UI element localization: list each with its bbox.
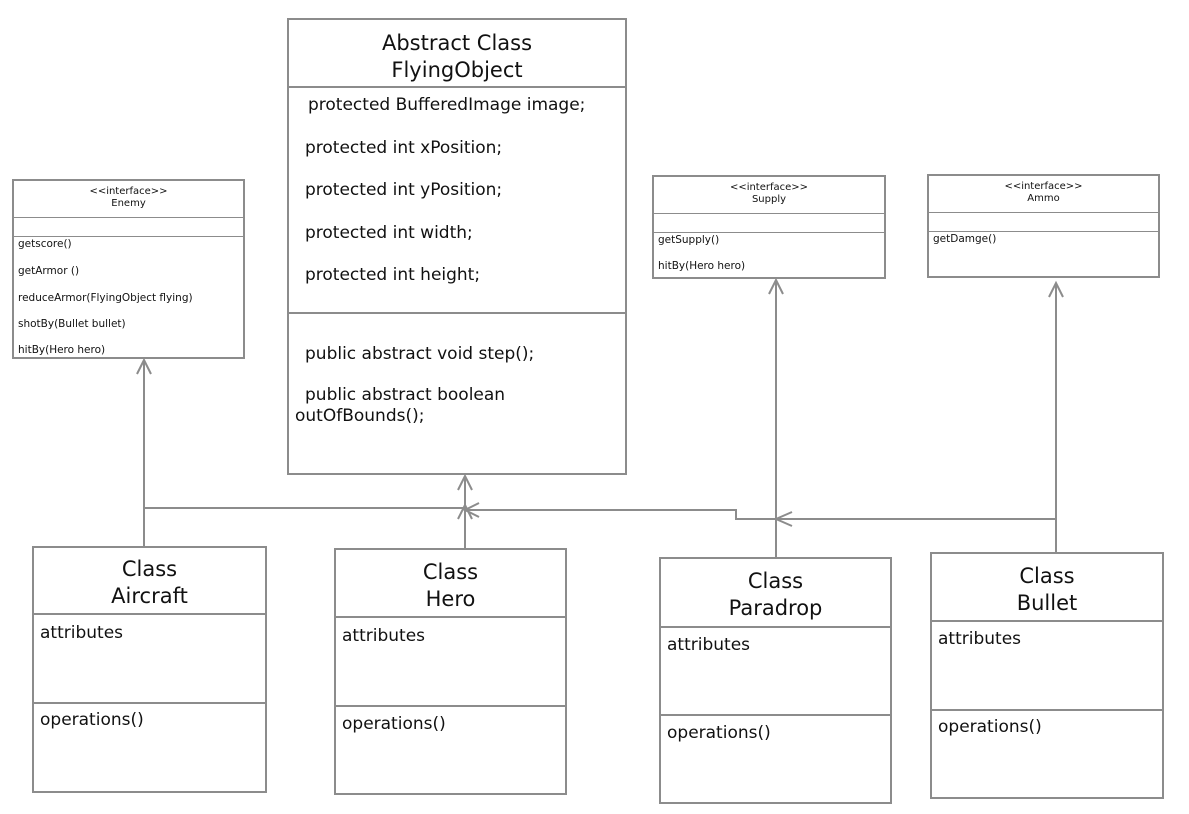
bullet-flyingobject-line	[465, 509, 1056, 520]
flyingobject-op-outofbounds-2: outOfBounds();	[295, 406, 425, 426]
flyingobject-title-line1: Abstract Class	[381, 31, 533, 55]
enemy-op-shotby: shotBy(Bullet bullet)	[18, 318, 126, 330]
flyingobject-arrowhead-1	[457, 473, 473, 491]
aircraft-title: Class Aircraft	[34, 556, 265, 610]
flyingobject-title-line2: FlyingObject	[391, 58, 523, 82]
flyingobject-title: Abstract Class FlyingObject	[289, 30, 625, 84]
aircraft-operations: operations()	[40, 710, 144, 730]
paradrop-title-line2: Paradrop	[728, 596, 823, 620]
hero-title: Class Hero	[336, 559, 565, 613]
supply-title: <<interface>> Supply	[654, 182, 884, 206]
enemy-op-getscore: getscore()	[18, 238, 72, 250]
paradrop-title: Class Paradrop	[661, 568, 890, 622]
supply-name: Supply	[751, 194, 787, 205]
ammo-name: Ammo	[1027, 193, 1060, 204]
ammo-interface-box: <<interface>> Ammo getDamge()	[927, 174, 1160, 278]
hero-operations: operations()	[342, 714, 446, 734]
enemy-op-reducearmor: reduceArmor(FlyingObject flying)	[18, 292, 193, 304]
supply-op-getsupply: getSupply()	[658, 234, 720, 246]
bullet-class-box: Class Bullet attributes operations()	[930, 552, 1164, 799]
bullet-attributes: attributes	[938, 629, 1022, 649]
supply-arrowhead	[768, 277, 784, 295]
paradrop-attributes: attributes	[667, 635, 751, 655]
bullet-title-line1: Class	[1019, 564, 1075, 588]
hero-attributes: attributes	[342, 626, 426, 646]
flyingobject-attr-width: protected int width;	[305, 223, 473, 243]
bullet-title: Class Bullet	[932, 563, 1162, 617]
bullet-operations: operations()	[938, 717, 1042, 737]
enemy-name: Enemy	[111, 198, 146, 209]
enemy-arrowhead	[136, 357, 152, 375]
flyingobject-arrowhead-2	[457, 502, 473, 520]
flyingobject-attr-xposition: protected int xPosition;	[305, 138, 503, 158]
supply-stereotype: <<interface>>	[729, 182, 809, 193]
ammo-title: <<interface>> Ammo	[929, 181, 1158, 205]
enemy-title: <<interface>> Enemy	[14, 186, 243, 210]
supply-interface-box: <<interface>> Supply getSupply() hitBy(H…	[652, 175, 886, 279]
flyingobject-arrowhead-3	[462, 502, 480, 518]
ammo-stereotype: <<interface>>	[1004, 181, 1083, 192]
ammo-arrowhead	[1048, 280, 1064, 298]
hero-class-box: Class Hero attributes operations()	[334, 548, 567, 795]
aircraft-attributes: attributes	[40, 623, 124, 643]
flyingobject-class-box: Abstract Class FlyingObject protected Bu…	[287, 18, 627, 475]
supply-op-hitby: hitBy(Hero hero)	[658, 260, 746, 272]
aircraft-class-box: Class Aircraft attributes operations()	[32, 546, 267, 793]
flyingobject-attr-image: protected BufferedImage image;	[308, 95, 586, 115]
enemy-stereotype: <<interface>>	[89, 186, 168, 197]
flyingobject-op-step: public abstract void step();	[305, 344, 535, 364]
aircraft-title-line1: Class	[121, 557, 178, 581]
paradrop-merge-arrowhead	[773, 511, 793, 527]
paradrop-class-box: Class Paradrop attributes operations()	[659, 557, 892, 804]
hero-title-line2: Hero	[425, 587, 476, 611]
flyingobject-attr-height: protected int height;	[305, 265, 481, 285]
ammo-op-getdamge: getDamge()	[933, 233, 997, 245]
enemy-op-getarmor: getArmor ()	[18, 265, 80, 277]
enemy-interface-box: <<interface>> Enemy getscore() getArmor …	[12, 179, 245, 359]
aircraft-title-line2: Aircraft	[111, 584, 188, 608]
paradrop-title-line1: Class	[747, 569, 804, 593]
paradrop-operations: operations()	[667, 723, 771, 743]
flyingobject-attr-yposition: protected int yPosition;	[305, 180, 503, 200]
enemy-op-hitby: hitBy(Hero hero)	[18, 344, 106, 356]
flyingobject-op-outofbounds-1: public abstract boolean	[305, 385, 506, 405]
hero-title-line1: Class	[422, 560, 479, 584]
bullet-title-line2: Bullet	[1016, 591, 1078, 615]
